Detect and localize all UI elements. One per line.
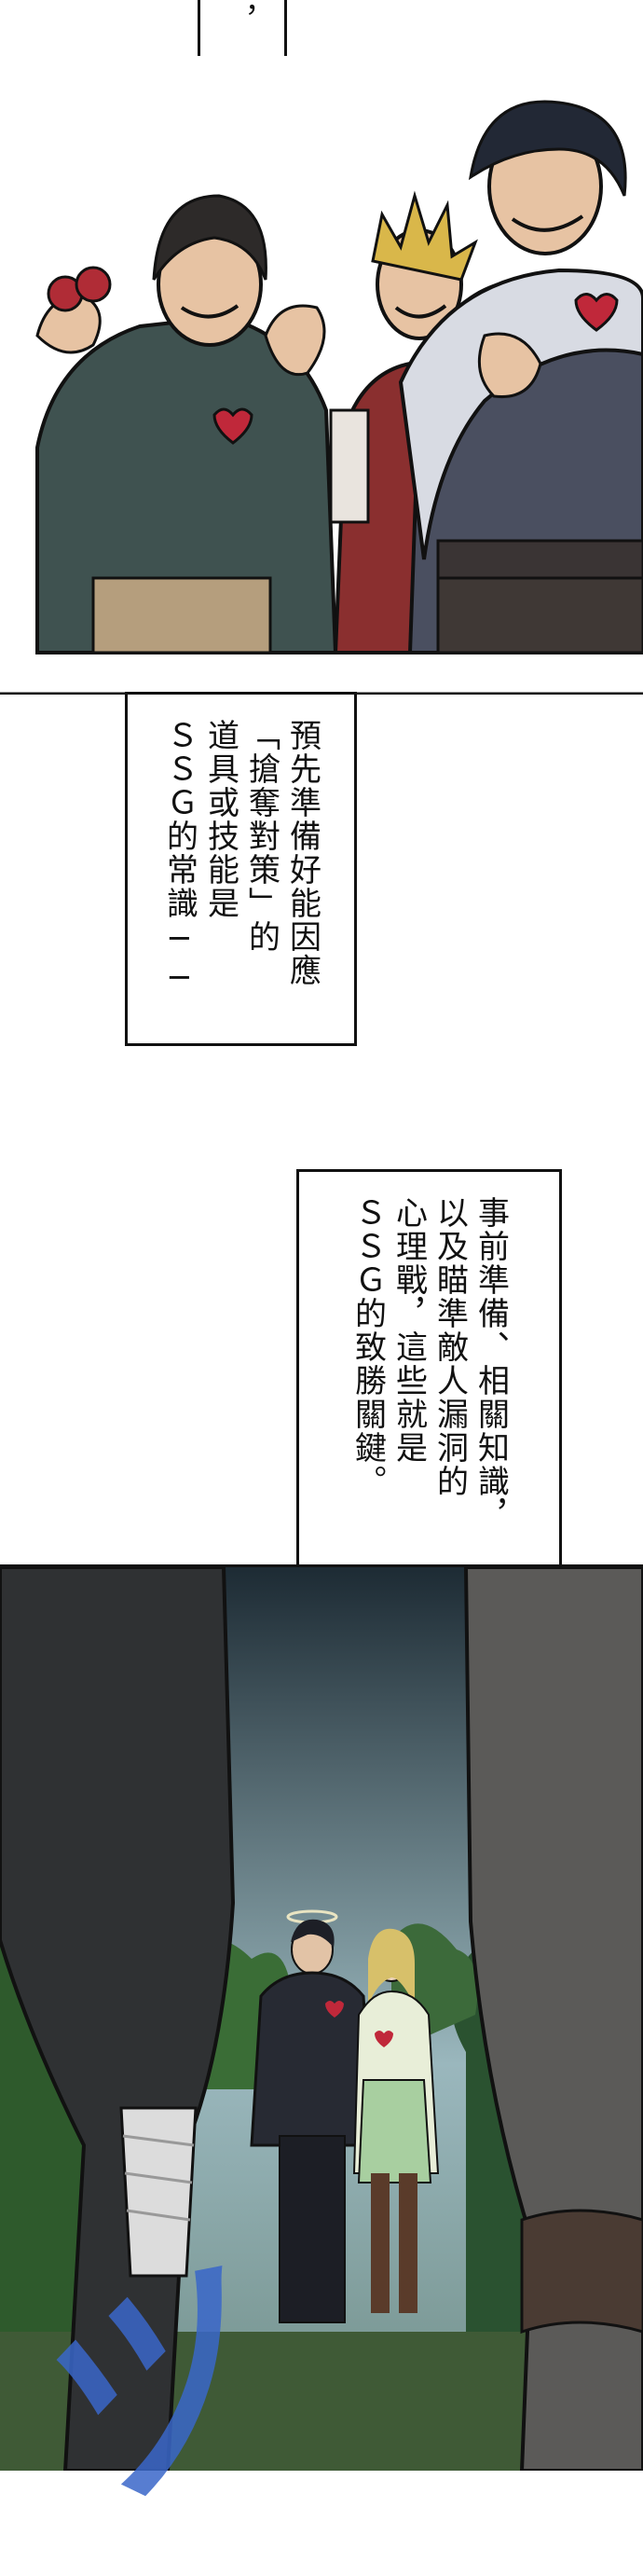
caption-1-line-2: 「搶奪對策」的	[242, 719, 280, 954]
caption-2-line-2: 以及瞄準敵人漏洞的	[431, 1196, 469, 1498]
caption-1-line-4: ＳＳＧ的常識──	[160, 719, 198, 999]
panel-forest-art	[0, 1567, 643, 2471]
caption-2-line-1: 事前準備、相關知識，	[472, 1196, 510, 1532]
panel-characters	[0, 56, 643, 695]
panel-characters-art	[0, 56, 643, 695]
caption-2-line-4: ＳＳＧ的致勝關鍵。	[349, 1196, 387, 1498]
caption-1-line-3: 道具或技能是	[201, 719, 239, 920]
top-caption-text: ，	[225, 5, 260, 36]
caption-1-line-1: 預先準備好能因應	[283, 719, 322, 987]
heart-icon	[212, 407, 253, 445]
panel-forest	[0, 1564, 643, 2471]
caption-box-2: 事前準備、相關知識， 以及瞄準敵人漏洞的 心理戰，這些就是 ＳＳＧ的致勝關鍵。	[296, 1169, 562, 1643]
caption-2-line-3: 心理戰，這些就是	[390, 1196, 428, 1465]
caption-box-1: 預先準備好能因應 「搶奪對策」的 道具或技能是 ＳＳＧ的常識──	[125, 692, 357, 1046]
